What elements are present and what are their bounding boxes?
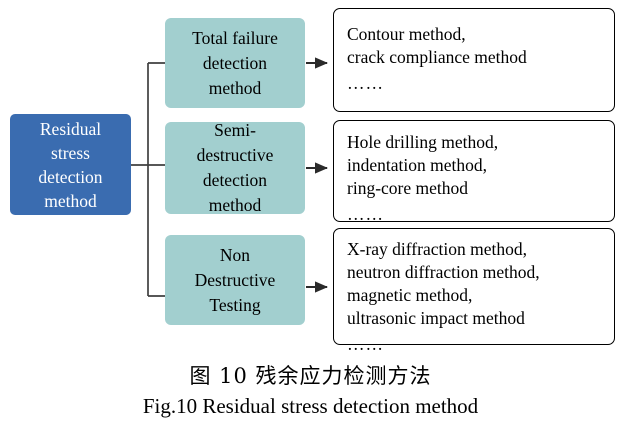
category-1-line-3: method bbox=[208, 77, 262, 98]
methods-3-ellipsis: …… bbox=[347, 334, 384, 354]
node-residual-stress-detection-method[interactable]: Residual stress detection method bbox=[10, 114, 131, 215]
node-methods-semi-destructive[interactable]: Hole drilling method, indentation method… bbox=[333, 120, 615, 224]
methods-2-ellipsis: …… bbox=[347, 204, 384, 224]
category-3-line-2: Destructive bbox=[194, 269, 276, 290]
node-methods-total-failure[interactable]: Contour method, crack compliance method … bbox=[333, 8, 615, 112]
methods-3-line-3: magnetic method, bbox=[347, 285, 473, 305]
methods-2-line-3: ring-core method bbox=[347, 178, 468, 198]
category-2-line-1: Semi- bbox=[214, 120, 256, 140]
category-3-line-3: Testing bbox=[209, 294, 261, 315]
node-total-failure-detection-method[interactable]: Total failure detection method bbox=[165, 18, 305, 108]
category-1-line-2: detection bbox=[202, 52, 268, 73]
methods-3-line-4: ultrasonic impact method bbox=[347, 308, 525, 328]
node-semi-destructive-detection-method[interactable]: Semi- destructive detection method bbox=[165, 120, 305, 215]
methods-3-line-2: neutron diffraction method, bbox=[347, 262, 540, 282]
methods-2-line-1: Hole drilling method, bbox=[347, 132, 499, 152]
methods-3-line-1: X-ray diffraction method, bbox=[347, 239, 527, 259]
figure-caption-english: Fig.10 Residual stress detection method bbox=[142, 394, 479, 418]
methods-1-line-2: crack compliance method bbox=[347, 47, 527, 67]
category-1-line-1: Total failure bbox=[192, 27, 278, 48]
methods-1-ellipsis: …… bbox=[347, 73, 384, 93]
figure-caption-chinese: 图 10 残余应力检测方法 bbox=[189, 364, 432, 388]
node-methods-non-destructive[interactable]: X-ray diffraction method, neutron diffra… bbox=[333, 228, 615, 354]
root-label-line-2: stress bbox=[51, 142, 90, 163]
category-2-line-4: method bbox=[208, 195, 262, 215]
methods-1-line-1: Contour method, bbox=[347, 24, 466, 44]
node-non-destructive-testing[interactable]: Non Destructive Testing bbox=[165, 235, 305, 325]
category-2-line-3: detection bbox=[202, 170, 268, 190]
root-label-line-3: detection bbox=[38, 166, 103, 187]
methods-2-line-2: indentation method, bbox=[347, 155, 487, 175]
category-2-line-2: destructive bbox=[196, 145, 274, 165]
category-3-line-1: Non bbox=[219, 244, 251, 265]
root-label-line-1: Residual bbox=[39, 118, 102, 139]
root-label-line-4: method bbox=[44, 190, 97, 211]
